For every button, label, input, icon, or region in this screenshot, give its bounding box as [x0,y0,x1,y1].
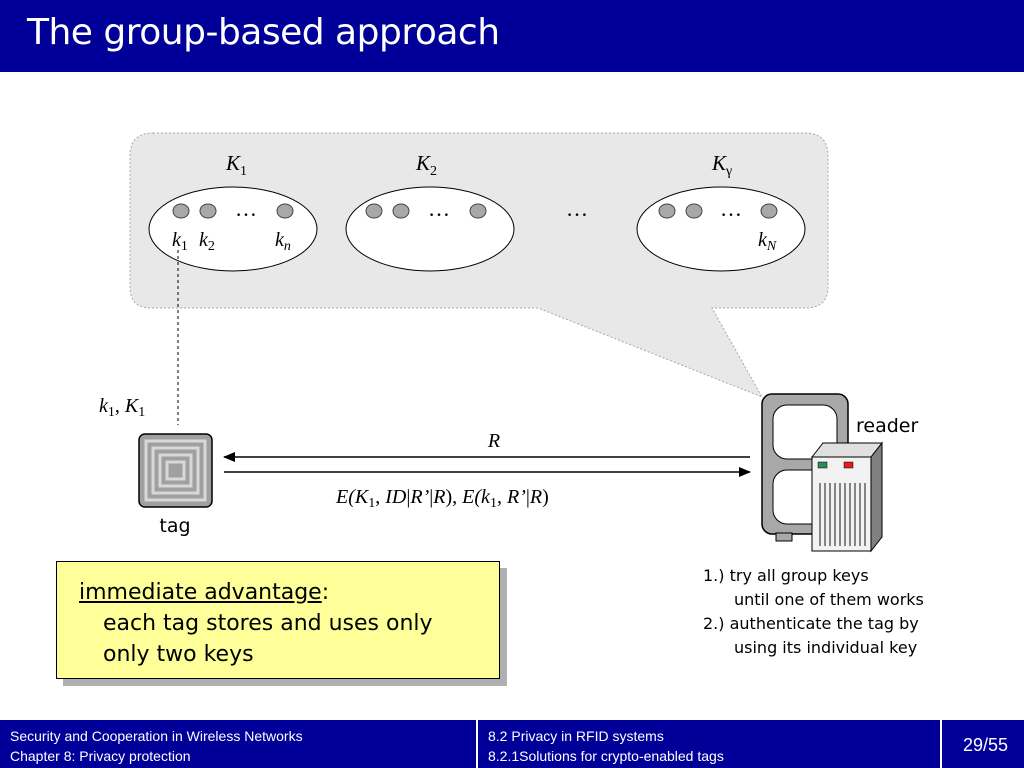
group-key-label-3: Kγ [711,151,732,179]
slide-title: The group-based approach [27,12,500,53]
ellipsis-group-3: … [720,196,742,221]
step-1-line-2: until one of them works [734,590,924,609]
footer-chapter: Chapter 8: Privacy protection [10,748,191,764]
slide-footer: Security and Cooperation in Wireless Net… [0,720,1024,768]
footer-section: 8.2 Privacy in RFID systems [488,728,664,744]
footer-divider-2 [940,720,942,768]
reader-label: reader [856,415,918,437]
advantage-colon: : [321,580,330,605]
response-label: E(K1, ID|R’|R), E(k1, R’|R) [335,486,549,511]
footer-course-title: Security and Cooperation in Wireless Net… [10,728,303,744]
ellipsis-between-groups: … [566,196,588,221]
footer-divider-1 [476,720,478,768]
advantage-line-1: each tag stores and uses only [103,611,433,636]
group-key-label-2: K2 [415,151,437,179]
group-key-label-1: K1 [225,151,247,179]
title-bar: The group-based approach [0,0,1024,72]
key-dots-group-2 [365,203,487,219]
key-bubble [129,132,829,398]
tag-label: tag [159,515,190,537]
step-1-line-1: 1.) try all group keys [703,566,869,585]
step-2-line-1: 2.) authenticate the tag by [703,614,919,633]
footer-subsection: 8.2.1Solutions for crypto-enabled tags [488,748,724,764]
member-key-label-k2: k2 [199,229,215,254]
ellipsis-group-1: … [235,196,257,221]
member-key-label-k1: k1 [172,229,188,254]
group-ellipse-1 [148,186,318,272]
tag-keys-label: k1, K1 [99,395,145,420]
ellipsis-group-2: … [428,196,450,221]
step-2-line-2: using its individual key [734,638,918,657]
advantage-line-2: only two keys [103,642,254,667]
key-dots-group-3 [658,203,778,219]
advantage-heading: immediate advantage [79,580,322,605]
group-key-diagram: … … … … K1 K2 Kγ k1 k2 kn kN k1, K1 [99,132,918,553]
member-key-label-kn: kn [275,229,291,254]
member-key-label-kN: kN [758,229,777,254]
key-dots-group-1 [172,203,294,219]
rfid-reader-icon [761,393,884,553]
rfid-tag-icon [138,433,213,508]
advantage-callout: immediate advantage: each tag stores and… [56,561,500,679]
challenge-label: R [487,430,500,452]
advantage-heading-line: immediate advantage: [79,580,329,605]
page-number: 29/55 [963,735,1009,755]
